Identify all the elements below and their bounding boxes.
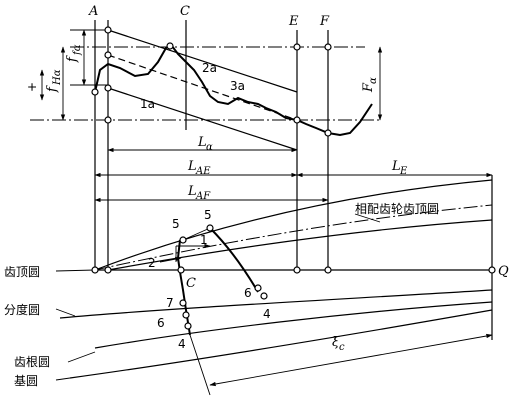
point-A-mid [104,51,112,59]
svg-text:F: F [361,82,376,93]
mating-tip-circle-arc [94,204,493,271]
point-4a [184,322,192,330]
svg-text:L: L [187,184,197,199]
svg-text:Hα: Hα [52,69,63,86]
point-5a [179,236,187,244]
point-C-base [177,266,185,274]
svg-text:+: + [25,82,39,92]
point-A-top [104,26,112,34]
label-F: F [319,14,330,29]
svg-text:f: f [65,55,80,63]
svg-text:L: L [391,159,401,174]
label-A: A [88,4,98,19]
leader-mating [354,213,381,223]
point-F-top [324,43,332,51]
point-Q [488,266,496,274]
marker-5b: 5 [204,208,212,222]
slant-mean [107,54,298,121]
label-LAE: L AE [187,159,211,177]
slant-upper [107,29,298,93]
marker-7: 7 [166,296,174,310]
label-tip-circle: 齿顶圆 [4,265,40,279]
label-ffa: f fα [65,44,83,63]
svg-text:α: α [368,77,379,84]
label-Q: Q [498,264,509,279]
label-1a: 1a [140,97,155,111]
point-E-base [293,266,301,274]
xi-leader [189,334,211,396]
marker-2: 2 [148,256,156,270]
slant-lower [107,87,298,151]
label-3a: 3a [230,79,245,93]
label-LE: L E [391,159,408,177]
svg-text:fα: fα [72,44,83,56]
leader-root [67,351,96,363]
point-F-low [324,129,332,137]
svg-text:f: f [45,85,60,93]
ref-arc-2 [107,219,493,271]
marker-4a: 4 [178,337,186,351]
label-La: L α [197,135,213,153]
leader-base [55,377,71,381]
svg-text:AE: AE [195,166,211,177]
dim-xi-c [209,333,493,387]
point-7 [179,299,187,307]
label-C-top: C [180,4,190,19]
label-base-circle: 基圆 [14,374,38,388]
marker-4b: 4 [263,307,271,321]
point-peak [166,42,174,50]
point-A-low [104,84,112,92]
svg-text:AF: AF [195,191,211,202]
point-A-base [91,266,99,274]
label-C-bottom: C [186,276,196,291]
point-6b [254,284,262,292]
point-profile-start [91,88,99,96]
svg-text:L: L [197,135,207,150]
point-F-base [324,266,332,274]
svg-text:ξ: ξ [332,335,340,350]
point-6a [182,311,190,319]
point-A-band [104,116,112,124]
label-Fa: F α [361,77,379,93]
arrow-2 [159,256,182,263]
root-circle-arc [94,301,493,349]
svg-text:E: E [399,166,408,177]
marker-1: 1 [200,233,208,247]
base-circle-arc [69,309,493,379]
tooth-top [182,227,211,241]
profile-trace [94,44,373,137]
svg-text:L: L [187,159,197,174]
point-E-top [293,43,301,51]
point-E-low [293,116,301,124]
tip-circle-arc [94,179,493,271]
marker-6b: 6 [244,286,252,300]
label-xi-c: ξ c [332,335,345,353]
label-pitch-circle: 分度圆 [4,302,40,317]
marker-points [91,26,496,330]
point-A2-base [104,266,112,274]
label-fHa: f Hα [45,69,63,93]
tooth-flank-right [209,227,259,293]
point-4b [260,292,268,300]
leader-pitch [55,308,76,317]
pitch-circle-arc [59,289,493,319]
point-5b [206,224,214,232]
label-plus: + [25,82,39,92]
label-root-circle: 齿根圆 [14,355,50,369]
marker-6a: 6 [157,316,165,330]
leader-tip [55,269,96,272]
label-mating-tip-circle: 相配齿轮齿顶圆 [355,202,439,216]
svg-text:α: α [206,142,213,153]
marker-5a: 5 [172,217,180,231]
svg-text:c: c [339,342,345,353]
label-LAF: L AF [187,184,211,202]
label-E: E [288,14,299,29]
label-2a: 2a [202,61,217,75]
